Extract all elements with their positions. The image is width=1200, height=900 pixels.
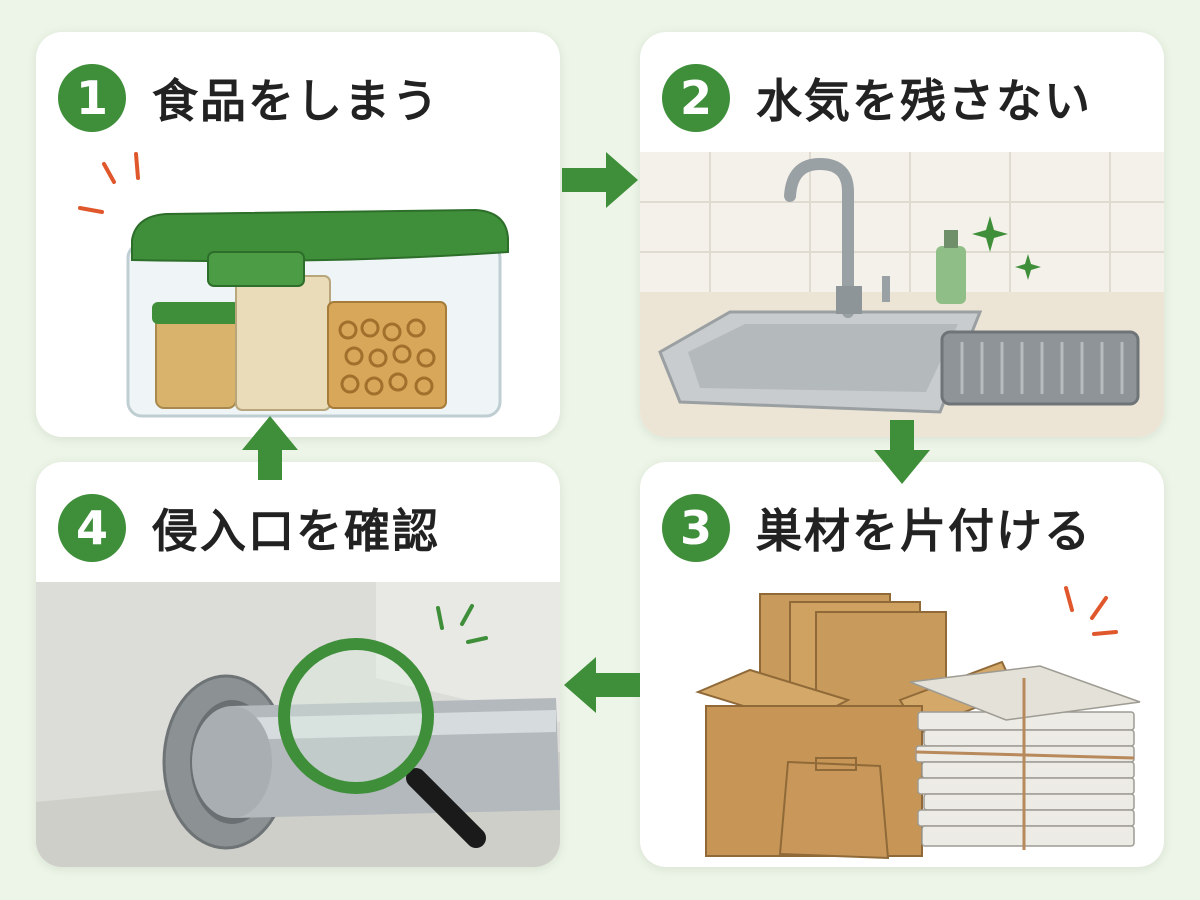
step-number-badge-2: 2 [662, 64, 730, 132]
arrow-right-icon [562, 152, 638, 208]
step-card-2: 2 水気を残さない [640, 32, 1164, 437]
arrow-up-icon [242, 416, 298, 480]
step-card-1: 1 食品をしまう [36, 32, 560, 437]
step-header-4: 4 侵入口を確認 [58, 492, 440, 564]
step-number-badge-1: 1 [58, 64, 126, 132]
step-header-2: 2 水気を残さない [662, 62, 1092, 134]
step-number-badge-3: 3 [662, 494, 730, 562]
arrow-left-icon [564, 657, 640, 713]
kitchen-sink-icon [640, 152, 1164, 437]
arrow-down-icon [874, 420, 930, 484]
step-number-badge-4: 4 [58, 494, 126, 562]
step-title-3: 巣材を片付ける [756, 504, 1092, 558]
step-header-1: 1 食品をしまう [58, 62, 440, 134]
step-card-4: 4 侵入口を確認 [36, 462, 560, 867]
step-header-3: 3 巣材を片付ける [662, 492, 1092, 564]
magnifier-pipe-gap-icon [36, 582, 560, 867]
step-title-1: 食品をしまう [152, 74, 440, 128]
cardboard-paper-pile-icon [695, 586, 1141, 860]
step-title-4: 侵入口を確認 [152, 504, 440, 558]
step-card-3: 3 巣材を片付ける [640, 462, 1164, 867]
food-storage-container-icon [78, 152, 509, 418]
step-title-2: 水気を残さない [756, 74, 1092, 128]
